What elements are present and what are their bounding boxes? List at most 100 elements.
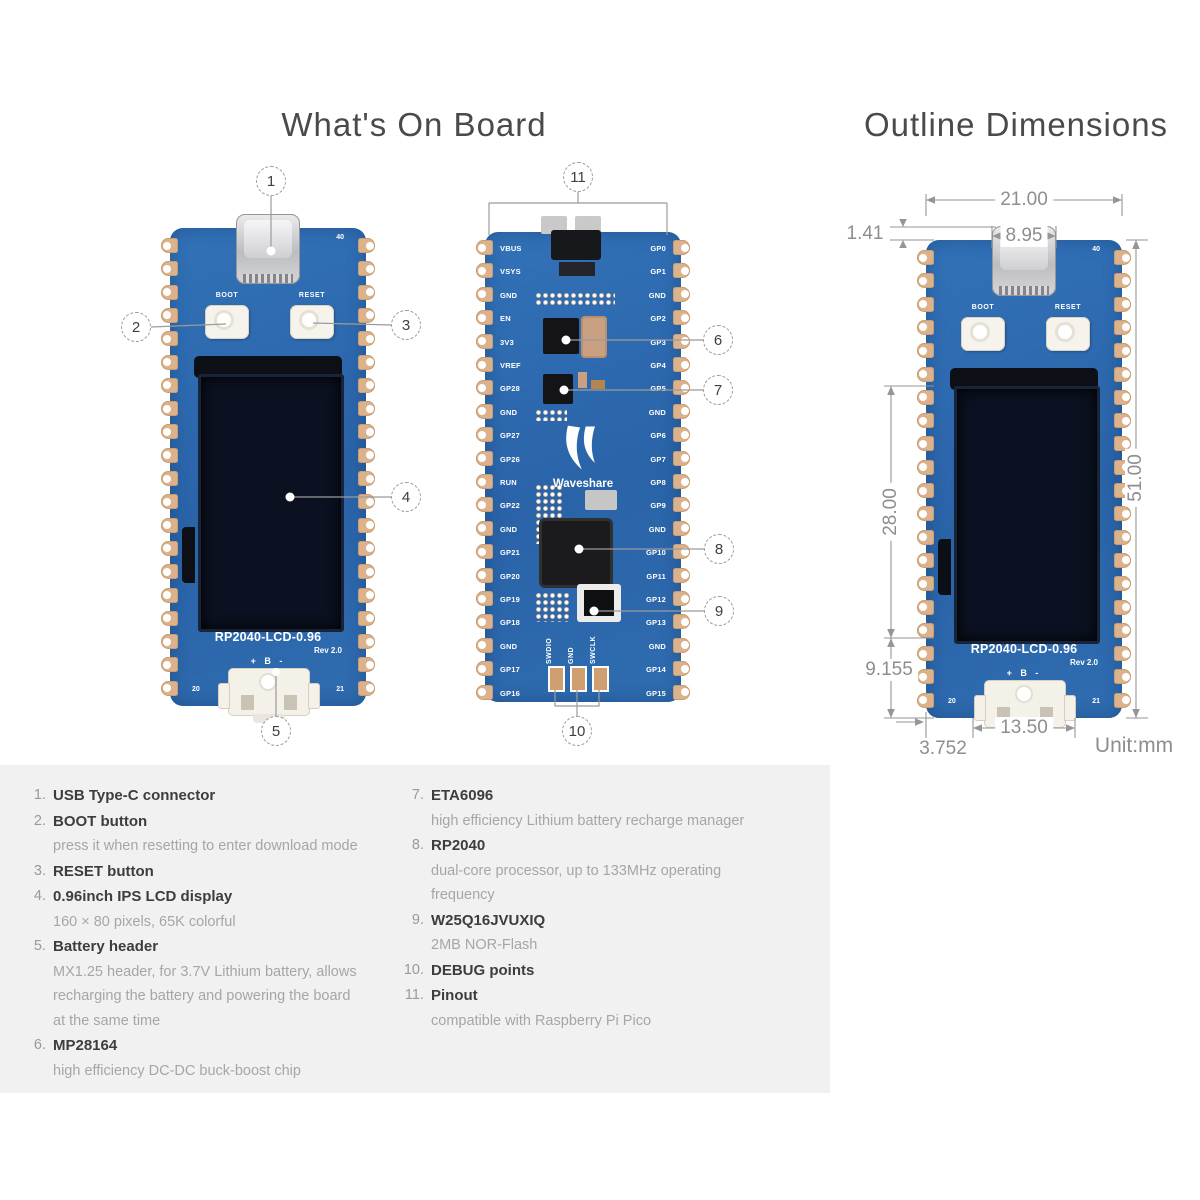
callout-1: 1 bbox=[256, 166, 286, 196]
castellated-pin bbox=[161, 564, 178, 580]
castellated-pin bbox=[358, 540, 375, 556]
pin-label-vsys-l: VSYS bbox=[500, 267, 521, 277]
pin-label-gp9-r: GP9 bbox=[650, 501, 666, 511]
legend-item-number: 6. bbox=[33, 1037, 46, 1053]
pin-label-gp1-r: GP1 bbox=[650, 267, 666, 277]
castellated-pin bbox=[1114, 529, 1131, 545]
castellated-pin bbox=[161, 424, 178, 440]
legend-item-title: MP28164 bbox=[53, 1037, 118, 1054]
castellated-pin bbox=[476, 427, 493, 443]
battery-header-slot bbox=[284, 695, 297, 710]
pin-label-gp8-r: GP8 bbox=[650, 478, 666, 487]
castellated-pin bbox=[1114, 692, 1131, 708]
pin-number-21: 21 bbox=[1092, 698, 1100, 705]
castellated-pin bbox=[917, 250, 934, 265]
castellated-pin bbox=[358, 610, 375, 626]
pin-label-3v3-l: 3V3 bbox=[500, 337, 514, 347]
castellated-pin bbox=[1114, 250, 1131, 265]
castellated-pin bbox=[917, 459, 934, 475]
legend-item-number: 9. bbox=[411, 911, 424, 928]
legend-item-title: RP2040 bbox=[431, 837, 486, 854]
castellated-pin bbox=[917, 552, 934, 568]
legend-item-number: 3. bbox=[33, 862, 46, 879]
legend-item: 10.DEBUG points bbox=[398, 958, 818, 984]
castellated-pin bbox=[161, 447, 178, 463]
castellated-pin bbox=[673, 427, 690, 443]
castellated-pin bbox=[1114, 273, 1131, 289]
whats-on-board-title: What's On Board bbox=[281, 106, 547, 143]
castellated-pin bbox=[476, 684, 493, 700]
pin-label-gp11-r: GP11 bbox=[646, 571, 666, 581]
castellated-pin bbox=[161, 307, 178, 323]
legend-item-title: DEBUG points bbox=[431, 961, 535, 979]
legend-item-number: 2. bbox=[33, 812, 46, 829]
legend-item-description: press it when resetting to enter downloa… bbox=[53, 838, 358, 854]
dim-bottom-height: 9.155 bbox=[860, 659, 918, 681]
castellated-pin bbox=[917, 646, 934, 662]
breakout-pads bbox=[535, 292, 615, 307]
castellated-pin bbox=[1114, 599, 1131, 615]
legend-item-title: USB Type-C connector bbox=[53, 787, 216, 804]
board-rev-silkscreen: Rev 2.0 bbox=[1069, 658, 1098, 667]
board-model-silkscreen: RP2040-LCD-0.96 bbox=[970, 642, 1078, 656]
crystal-component bbox=[585, 490, 617, 510]
pin-label-gp10-r: GP10 bbox=[646, 548, 666, 558]
castellated-pin bbox=[358, 424, 375, 440]
legend-item-number: 11. bbox=[404, 987, 424, 1003]
castellated-pin bbox=[358, 634, 375, 650]
callout-9: 9 bbox=[704, 596, 734, 626]
boot-button bbox=[205, 305, 249, 339]
legend-item: 8.RP2040 bbox=[398, 833, 818, 859]
castellated-pin bbox=[161, 238, 178, 253]
legend-item-description: 160 × 80 pixels, 65K colorful bbox=[53, 913, 236, 930]
battery-polarity-marks: + B - bbox=[250, 656, 286, 666]
castellated-pin bbox=[917, 273, 934, 289]
debug-pad-swclk bbox=[592, 666, 609, 692]
castellated-pin bbox=[1114, 343, 1131, 359]
castellated-pin bbox=[161, 517, 178, 533]
legend-item-number: 5. bbox=[33, 938, 46, 954]
inductor bbox=[581, 316, 607, 358]
castellated-pin bbox=[673, 240, 690, 255]
dim-usb-width: 8.95 bbox=[1000, 225, 1048, 247]
unit-label: Unit:mm bbox=[1094, 734, 1174, 757]
castellated-pin bbox=[917, 576, 934, 592]
castellated-pin bbox=[161, 634, 178, 650]
castellated-pin bbox=[1114, 552, 1131, 568]
pin-number-20: 20 bbox=[948, 698, 956, 705]
legend-item-number: 7. bbox=[411, 787, 424, 803]
castellated-pin bbox=[161, 587, 178, 603]
castellated-pin bbox=[673, 520, 690, 536]
pin-label-gp6-r: GP6 bbox=[650, 431, 666, 441]
legend-item-title: W25Q16JVUXIQ bbox=[431, 911, 546, 929]
reset-silkscreen-label: RESET bbox=[298, 292, 326, 299]
castellated-pin bbox=[358, 517, 375, 533]
usb-c-opening bbox=[244, 220, 292, 258]
legend-item-description: dual-core processor, up to 133MHz operat… bbox=[431, 862, 722, 879]
legend-item-description: 2MB NOR-Flash bbox=[431, 937, 538, 953]
castellated-pin bbox=[917, 413, 934, 429]
legend-item-description: compatible with Raspberry Pi Pico bbox=[431, 1012, 652, 1029]
pin-label-gp4-r: GP4 bbox=[650, 361, 666, 370]
legend-item-description: high efficiency DC-DC buck-boost chip bbox=[53, 1062, 301, 1079]
breakout-pads bbox=[535, 592, 569, 622]
dim-board-height: 51.00 bbox=[1125, 449, 1147, 507]
legend-item-description: frequency bbox=[431, 887, 495, 903]
castellated-pin bbox=[161, 610, 178, 626]
castellated-pin bbox=[476, 310, 493, 326]
reset-silkscreen-label: RESET bbox=[1054, 304, 1082, 311]
castellated-pin bbox=[358, 354, 375, 370]
pin-label-vbus-l: VBUS bbox=[500, 244, 522, 253]
legend-item-number: 1. bbox=[33, 787, 46, 803]
castellated-pin bbox=[673, 591, 690, 606]
castellated-pin bbox=[673, 684, 690, 700]
board-dimension-view: BOOT RESET RP2040-LCD-0.96 Rev 2.0 + B -… bbox=[917, 226, 1131, 735]
pin-label-gnd-r: GND bbox=[648, 524, 666, 534]
castellated-pin bbox=[358, 447, 375, 463]
castellated-pin bbox=[358, 494, 375, 510]
castellated-pin bbox=[673, 310, 690, 326]
lcd-connector-bar bbox=[194, 356, 342, 378]
castellated-pin bbox=[917, 366, 934, 382]
castellated-pin bbox=[358, 657, 375, 673]
